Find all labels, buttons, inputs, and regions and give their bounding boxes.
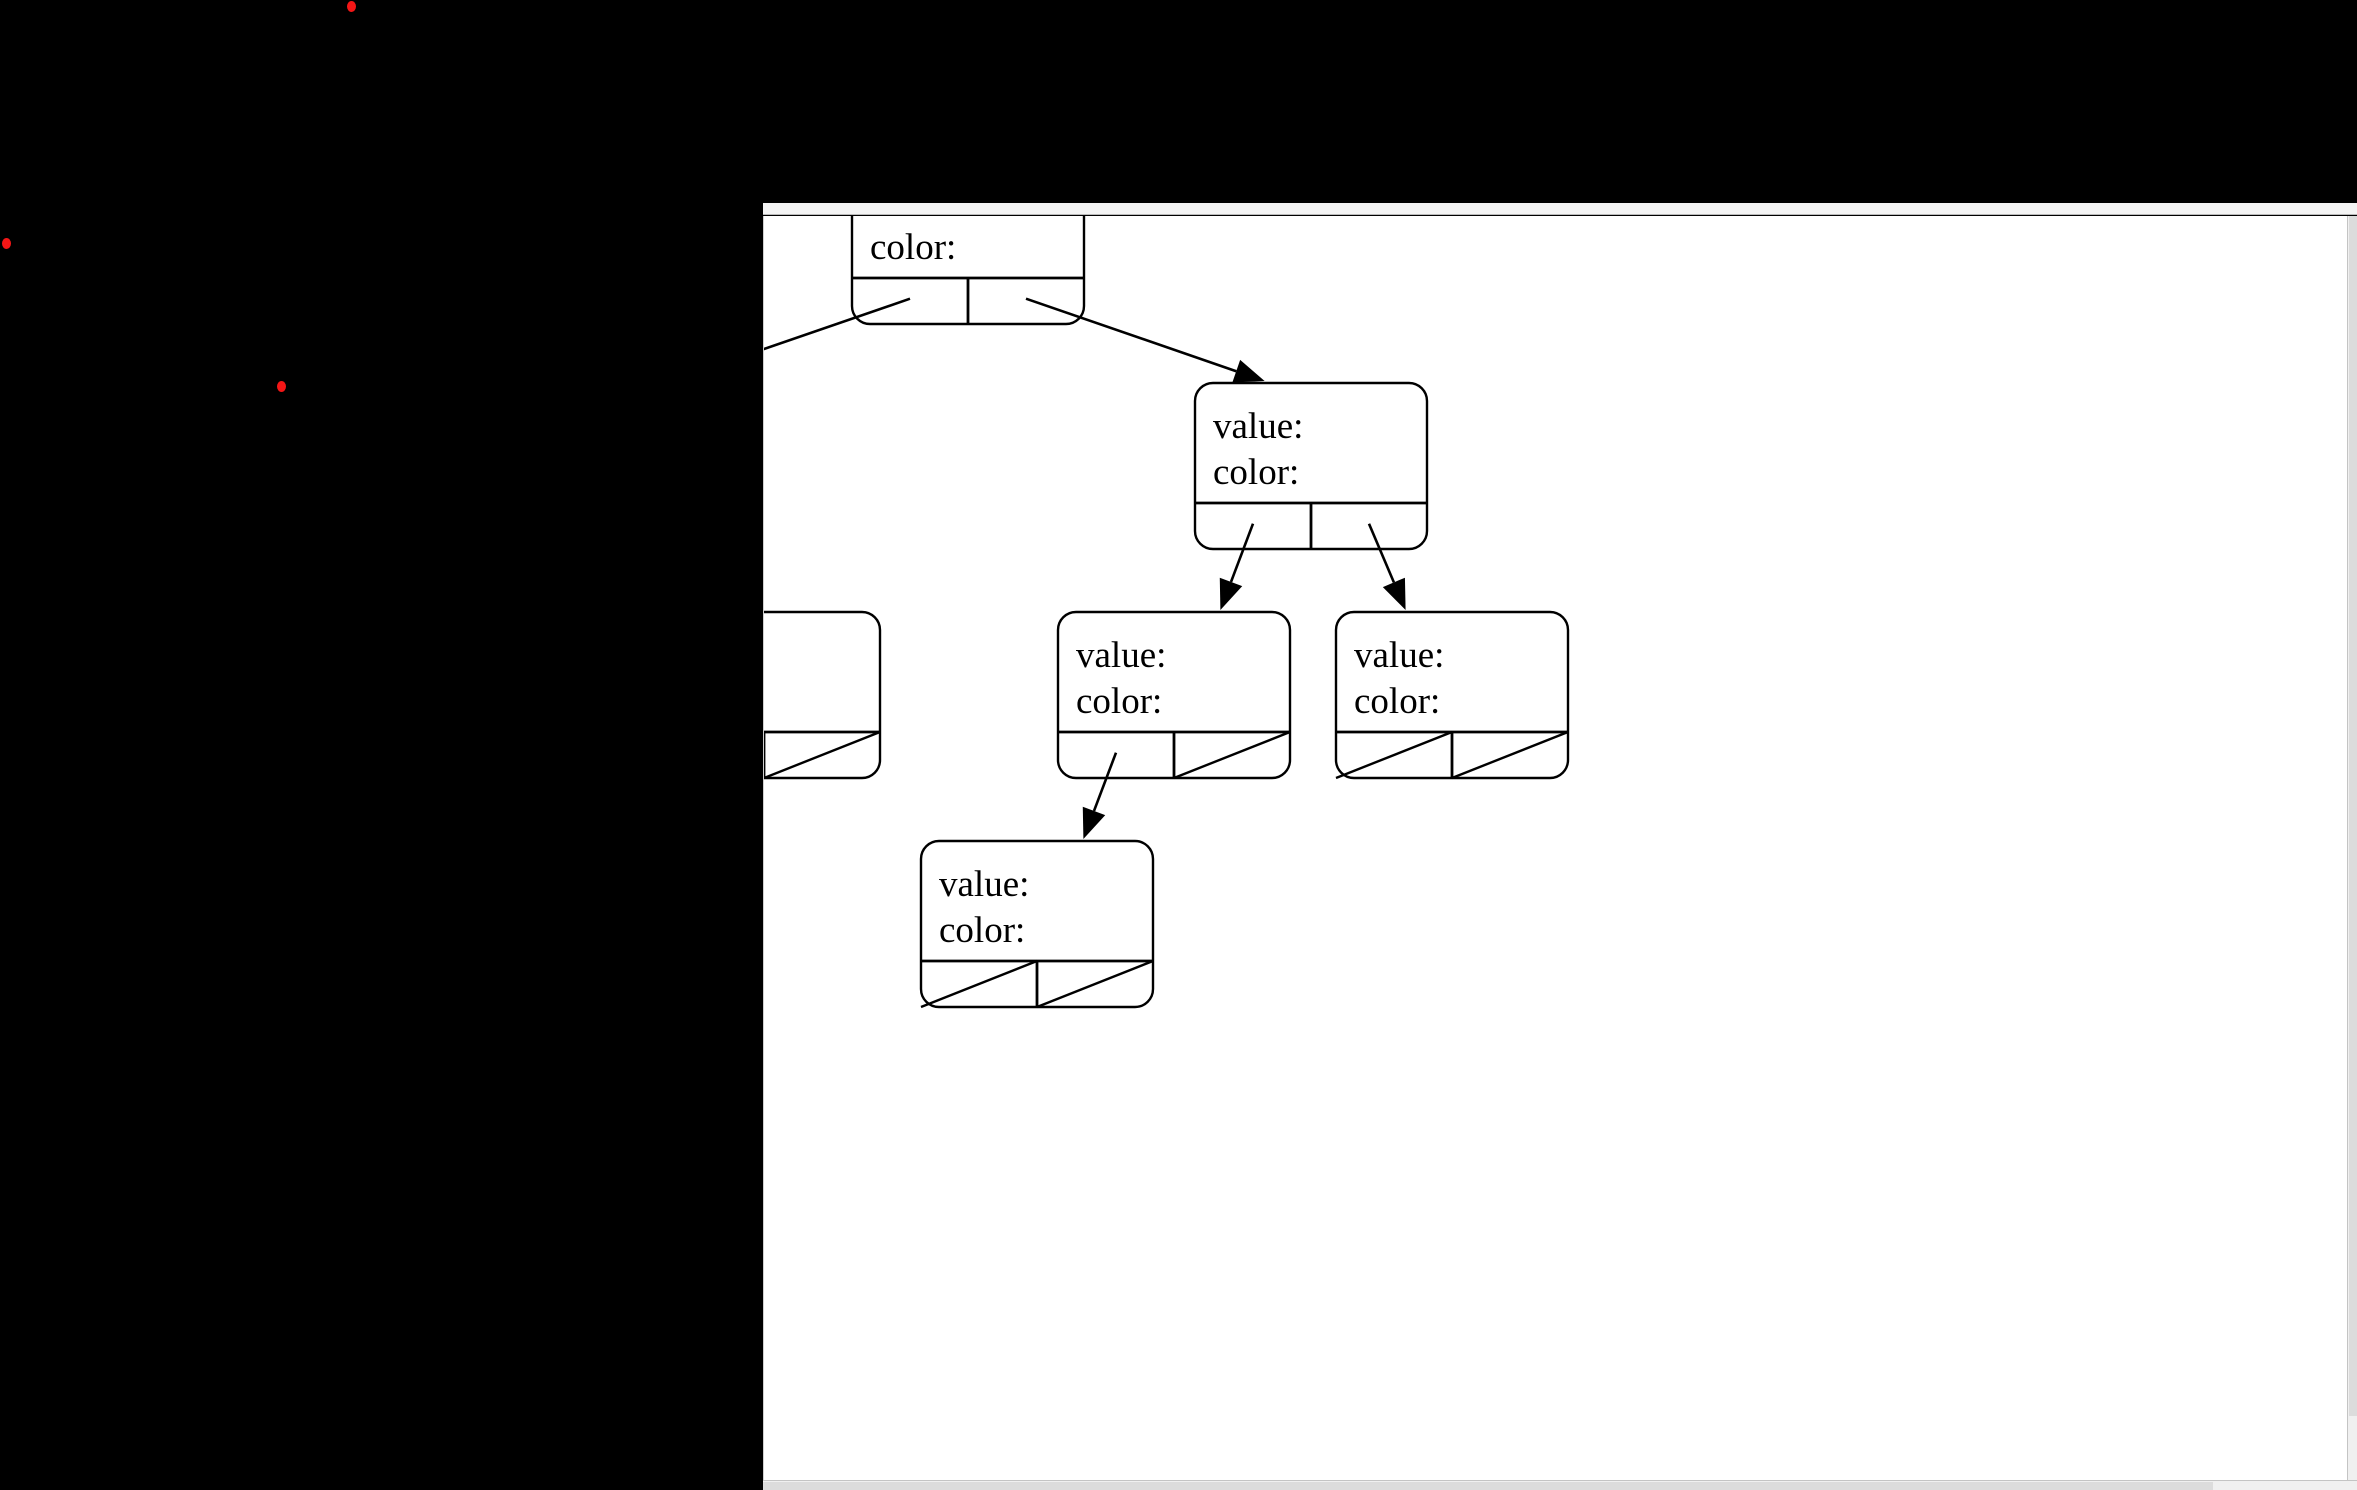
node-value-label: value: (1354, 635, 1444, 676)
null-pointer-slash-right (1451, 730, 1569, 780)
edge-line (764, 297, 911, 351)
right-left-grandchild-node[interactable]: value: color: (1056, 610, 1292, 780)
edge-arrowhead (1082, 806, 1106, 839)
node-color-label: color: (1213, 452, 1299, 493)
node-value-label: value: (1076, 635, 1166, 676)
canvas-paper[interactable]: value: color: value: color: value: color: valu… (763, 216, 2357, 1490)
edge-root-left (764, 297, 911, 351)
null-pointer-slash-left (920, 959, 1038, 1009)
edge-arrowhead (1232, 359, 1265, 383)
diagram-canvas[interactable]: value: color: value: color: value: color: valu… (763, 203, 2357, 1490)
canvas-top-strip (763, 203, 2357, 215)
right-right-grandchild-node[interactable]: value: color: (1334, 610, 1570, 780)
right-child-node[interactable]: value: color: (1193, 381, 1429, 551)
edge-line (1367, 523, 1396, 583)
red-dot-2 (2, 238, 11, 249)
red-dot-1 (347, 1, 356, 12)
edge-right-left (1219, 523, 1255, 610)
node-body (764, 610, 882, 780)
deep-leaf-node[interactable]: value: color: (919, 839, 1155, 1009)
null-pointer-slash-right (1036, 959, 1154, 1009)
node-value-label: value: (1213, 406, 1303, 447)
null-pointer-slash-left (1335, 730, 1453, 780)
edge-line (1025, 297, 1237, 373)
edge-rl-left (1082, 752, 1118, 839)
edge-root-right (1025, 297, 1265, 383)
edge-line (1229, 523, 1255, 583)
null-pointer-slash-right (1173, 730, 1291, 780)
red-dot-3 (277, 381, 286, 392)
node-value-label: value: (939, 864, 1029, 905)
horizontal-scrollbar[interactable] (763, 1480, 2357, 1490)
vertical-scrollbar[interactable] (2347, 216, 2357, 1480)
edge-arrowhead (1219, 577, 1243, 610)
left-right-grandchild-node[interactable]: value:color: (764, 610, 882, 780)
node-color-label: color: (1354, 681, 1440, 722)
vertical-scrollbar-thumb[interactable] (2349, 216, 2357, 1416)
node-color-label: color: (1076, 681, 1162, 722)
edge-line (1092, 752, 1118, 812)
edge-right-right (1367, 523, 1406, 610)
root-node[interactable]: value: color: (850, 216, 1086, 326)
null-pointer-slash-right (764, 730, 881, 780)
node-color-label: color: (870, 227, 956, 268)
tree-diagram-svg: value: color: value: color: value: color: valu… (764, 216, 1570, 1009)
node-value-label: value: (870, 216, 960, 222)
node-color-label: color: (939, 910, 1025, 951)
edge-arrowhead (1382, 577, 1406, 610)
horizontal-scrollbar-thumb[interactable] (763, 1482, 2213, 1490)
